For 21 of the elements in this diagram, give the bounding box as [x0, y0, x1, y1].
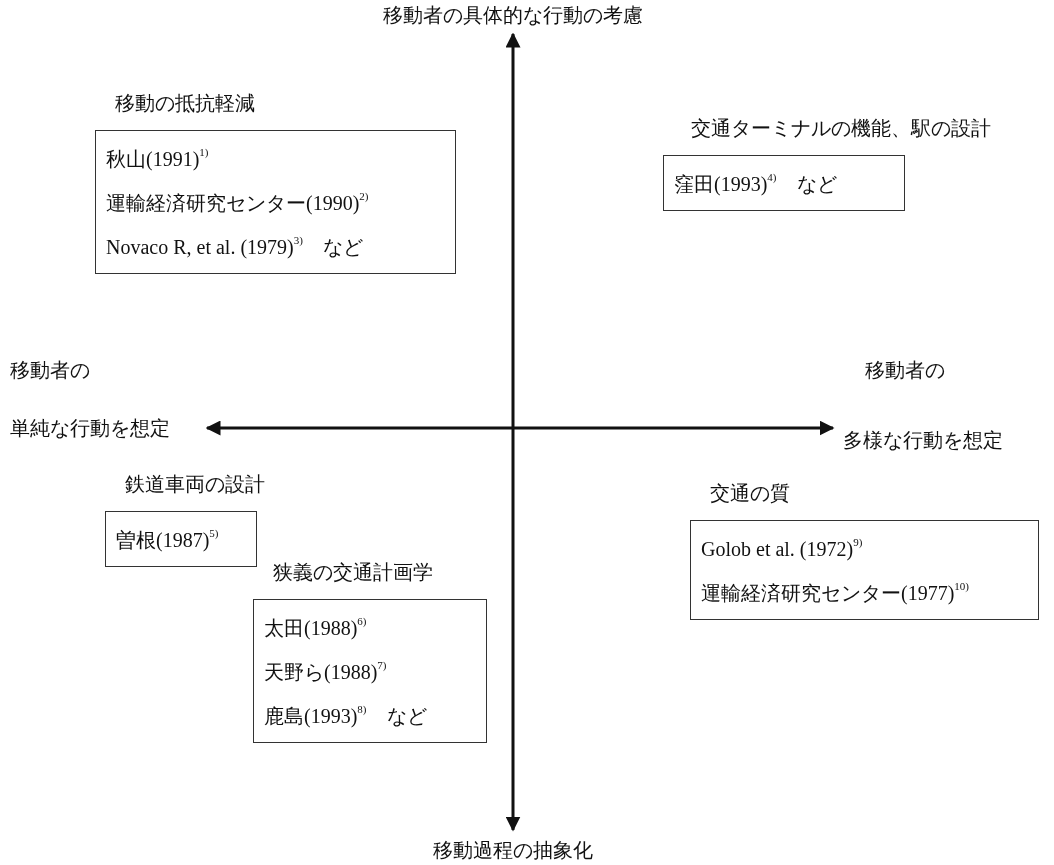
category-heading: 狭義の交通計画学 — [273, 560, 434, 585]
axis-label: 移動者の — [10, 358, 90, 383]
axis-label: 移動者の具体的な行動の考慮 — [383, 3, 643, 28]
citation: Novaco R, et al. (1979)$^{3)}$ など — [106, 233, 364, 261]
citation: 太田(1988)$^{6)}$ — [264, 614, 368, 642]
category-heading: 鉄道車両の設計 — [125, 472, 265, 497]
axis-label: 移動者の — [865, 358, 945, 383]
citation: 運輸経済研究センター(1990)$^{2)}$ — [106, 189, 370, 217]
citation: 運輸経済研究センター(1977)$^{10)}$ — [701, 579, 970, 607]
category-heading: 交通の質 — [710, 481, 791, 506]
citation: 曽根(1987)$^{5)}$ — [116, 526, 220, 554]
citation: 鹿島(1993)$^{8)}$ など — [264, 702, 428, 730]
citation: Golob et al. (1972)$^{9)}$ — [701, 535, 864, 563]
category-heading: 交通ターミナルの機能、駅の設計 — [691, 116, 991, 141]
citation: 窪田(1993)$^{4)}$ など — [674, 170, 838, 198]
citation: 天野ら(1988)$^{7)}$ — [264, 658, 388, 686]
axis-label: 多様な行動を想定 — [843, 428, 1003, 453]
axis-label: 移動過程の抽象化 — [433, 838, 593, 863]
citation: 秋山(1991)$^{1)}$ — [106, 145, 210, 173]
category-heading: 移動の抵抗軽減 — [115, 91, 256, 116]
axis-label: 単純な行動を想定 — [10, 416, 170, 441]
